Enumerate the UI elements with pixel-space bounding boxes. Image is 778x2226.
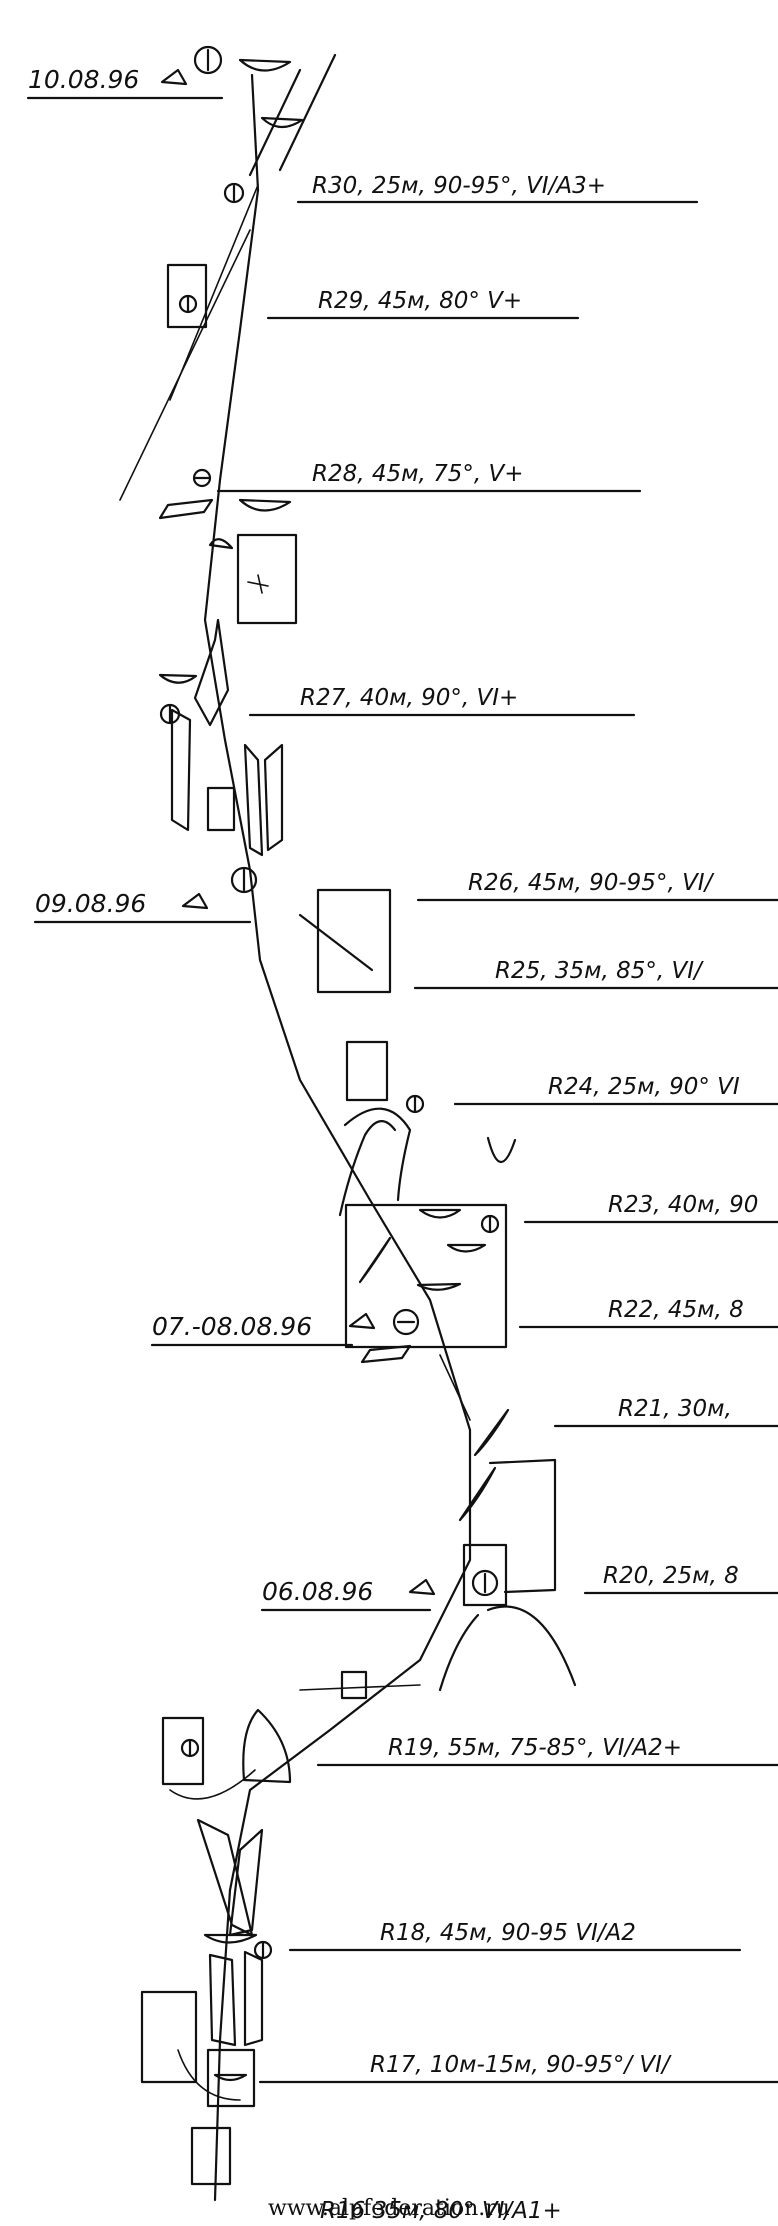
belay-icon <box>471 1569 499 1597</box>
pitch-label-r20: R20, 25м, 8 <box>603 1563 739 1589</box>
footer-site: www.alpfederation.ru <box>268 2196 510 2221</box>
middle-section <box>298 888 577 1700</box>
belay-icon <box>480 1214 500 1234</box>
bivouac-date: 10.08.96 <box>28 65 139 94</box>
lower-section <box>140 1708 292 2186</box>
pitch-label-r17: R17, 10м-15м, 90-95°/ VI/ <box>370 2052 672 2078</box>
belay-icon <box>192 468 212 488</box>
pitch-label-r21: R21, 30м, <box>618 1396 732 1422</box>
pitch-label-r18: R18, 45м, 90-95 VI/A2 <box>380 1920 636 1946</box>
route-line <box>203 73 472 2202</box>
pitch-label-r29: R29, 45м, 80° V+ <box>318 288 522 314</box>
pitch-label-r26: R26, 45м, 90-95°, VI/ <box>468 870 715 896</box>
belay-icon <box>253 1940 273 1960</box>
belay-icon <box>392 1308 420 1336</box>
pitch-label-r19: R19, 55м, 75-85°, VI/A2+ <box>388 1735 682 1761</box>
bivouac-date: 07.-08.08.96 <box>152 1312 312 1341</box>
belay-stations <box>159 45 500 1960</box>
pitch-leaders <box>216 200 778 2084</box>
tent-icon <box>408 1578 436 1596</box>
tent-icon <box>181 892 209 910</box>
pitch-label-r30: R30, 25м, 90-95°, VI/A3+ <box>312 173 606 199</box>
tent-icon <box>348 1312 376 1330</box>
pitch-labels: R30, 25м, 90-95°, VI/A3+ R29, 45м, 80° V… <box>300 173 758 2224</box>
belay-icon <box>193 45 223 75</box>
pitch-label-r16: R16 35м, 80° VI/A1+ <box>320 2198 562 2224</box>
bivouac-dates: 10.08.96 09.08.96 07.-08.08.96 06.08.96 <box>26 65 436 1612</box>
belay-icon <box>159 703 181 725</box>
tent-icon <box>160 68 188 86</box>
upper-section <box>119 53 337 857</box>
belay-icon <box>223 182 245 204</box>
pitch-label-r28: R28, 45м, 75°, V+ <box>312 461 524 487</box>
belay-icon <box>180 1738 200 1758</box>
pitch-label-r25: R25, 35м, 85°, VI/ <box>495 958 704 984</box>
pitch-label-r23: R23, 40м, 90 <box>608 1192 758 1218</box>
bivouac-date: 06.08.96 <box>262 1577 373 1606</box>
bivouac-date: 09.08.96 <box>35 889 146 918</box>
pitch-label-r24: R24, 25м, 90° VI <box>548 1074 740 1100</box>
belay-icon <box>178 294 198 314</box>
belay-icon <box>405 1094 425 1114</box>
pitch-label-r22: R22, 45м, 8 <box>608 1297 744 1323</box>
pitch-label-r27: R27, 40м, 90°, VI+ <box>300 685 518 711</box>
belay-icon <box>230 866 258 894</box>
